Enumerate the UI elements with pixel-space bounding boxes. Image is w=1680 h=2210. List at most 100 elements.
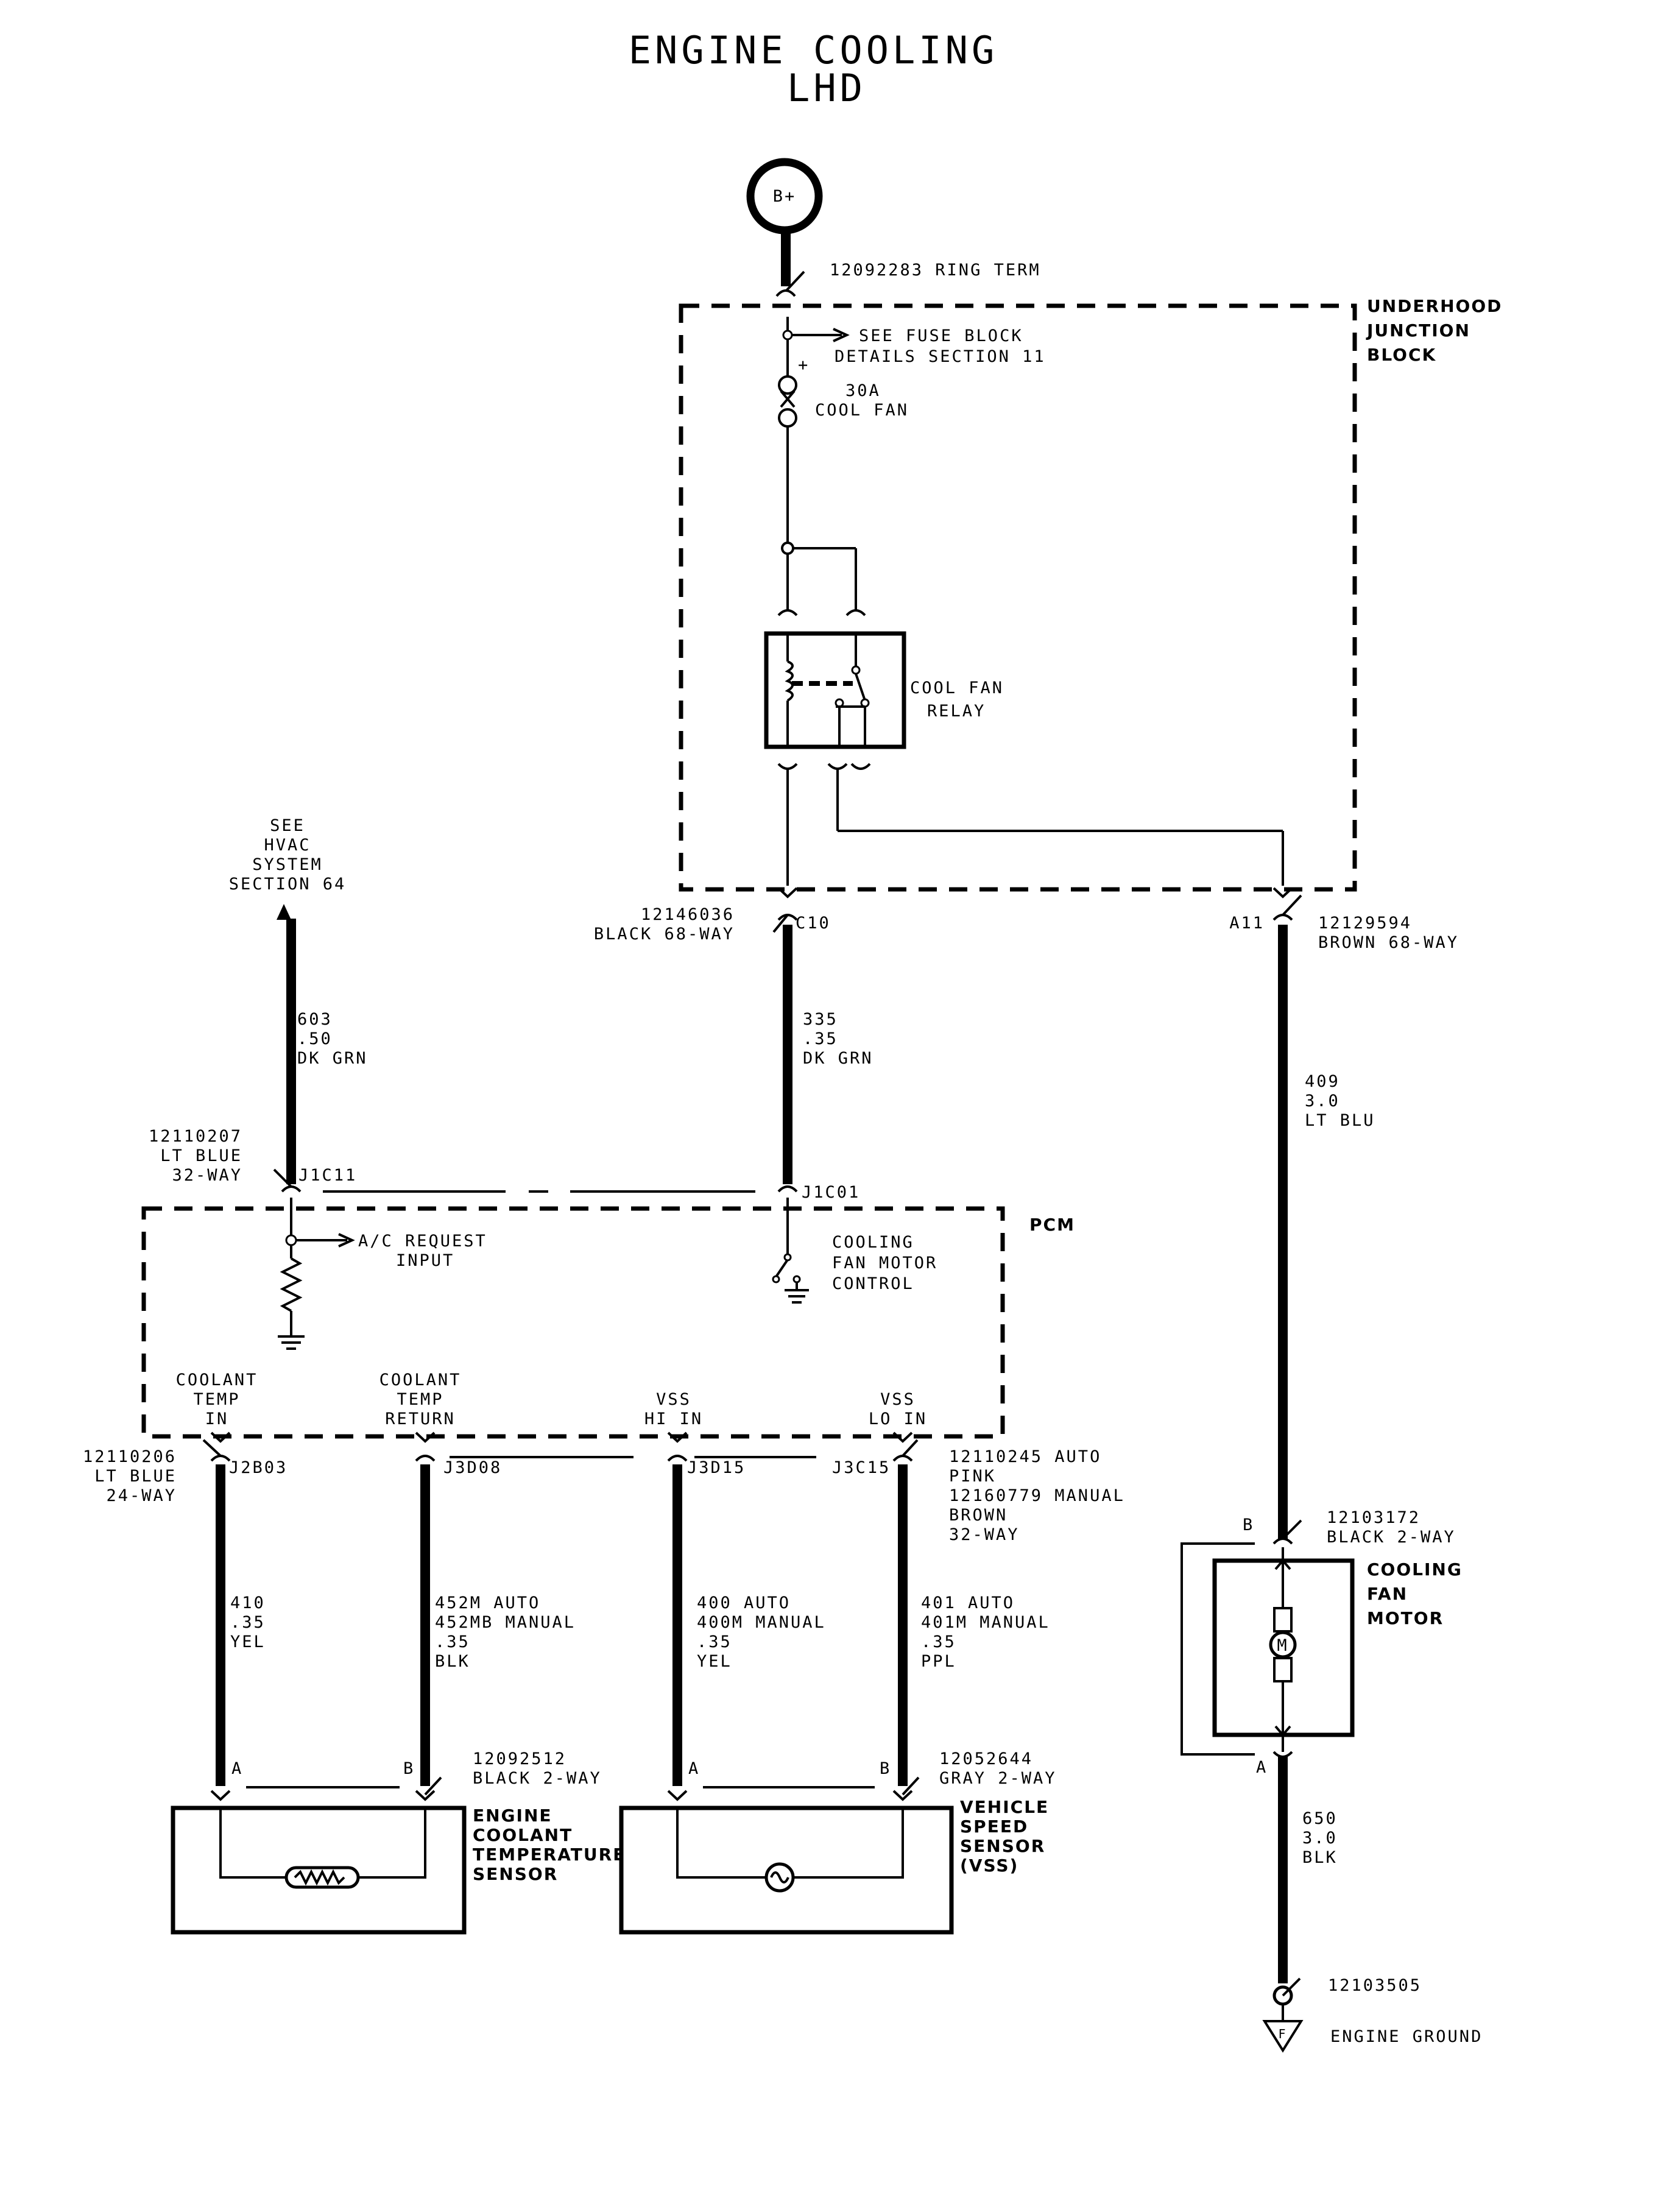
splice-icon (782, 330, 793, 341)
a11-pin: A11 (1229, 914, 1265, 933)
vss-name-4: (VSS) (960, 1855, 1018, 1876)
fan-name-3: MOTOR (1367, 1608, 1444, 1628)
fuse-block-ref-2: DETAILS SECTION 11 (835, 347, 1046, 366)
j3-part-auto: 12110245 AUTO (949, 1447, 1101, 1466)
ring-term-label: 12092283 RING TERM (830, 261, 1041, 280)
j2b03-pin: J2B03 (229, 1458, 288, 1477)
j3d08-pin: J3D08 (443, 1458, 502, 1477)
pcm-name: PCM (1029, 1215, 1075, 1235)
relay-switch-icon (792, 634, 870, 747)
relay-coil-icon (785, 634, 794, 747)
relay-feed-splice-icon (781, 542, 794, 555)
fan-control-switch-icon (772, 1253, 809, 1304)
ac-request-1: A/C REQUEST (358, 1232, 487, 1251)
diagram-title: ENGINE COOLING (629, 28, 998, 72)
hvac-arrow-icon (277, 904, 291, 920)
engine-coolant-temp-sensor (171, 1806, 467, 1935)
ac-request-splice-icon (285, 1234, 297, 1246)
w335-num: 335 (803, 1010, 838, 1029)
ect-pin-a: A (231, 1759, 243, 1778)
hvac-ref-3: SYSTEM (252, 855, 323, 874)
w452-auto: 452M AUTO (435, 1594, 540, 1612)
w452-manual: 452MB MANUAL (435, 1613, 576, 1632)
fuse-rating: 30A (845, 381, 881, 400)
hvac-ref-2: HVAC (264, 836, 311, 855)
w410-color: YEL (230, 1633, 266, 1651)
vss-lo-1: VSS (880, 1390, 916, 1409)
fan-conn-part: 12103172 (1327, 1508, 1421, 1527)
j3c15-pin: J3C15 (832, 1458, 891, 1477)
w400-manual: 400M MANUAL (697, 1613, 826, 1632)
j3d15-pin: J3D15 (687, 1458, 746, 1477)
ect-name-4: SENSOR (473, 1864, 558, 1884)
j1-color: LT BLUE (160, 1146, 242, 1165)
j3-color-auto: PINK (949, 1467, 996, 1486)
j3-part-manual: 12160779 MANUAL (949, 1486, 1125, 1505)
j1c01-pin: J1C01 (802, 1183, 860, 1202)
fuse-plus: + (798, 356, 810, 375)
ring-term-connector-icon (775, 289, 796, 297)
w401-size: .35 (921, 1633, 956, 1651)
w409-color: LT BLU (1305, 1111, 1375, 1130)
w603-size: .50 (297, 1029, 333, 1048)
w452-size: .35 (435, 1633, 470, 1651)
battery-label: B+ (773, 187, 797, 206)
vss-conn-part: 12052644 (939, 1749, 1033, 1768)
j1-size: 32-WAY (172, 1166, 242, 1185)
vss-lo-2: LO IN (869, 1410, 927, 1428)
ect-name-3: TEMPERATURE (473, 1845, 626, 1865)
fan-pin-b: B (1243, 1516, 1254, 1534)
vss-name-1: VEHICLE (960, 1797, 1049, 1817)
vss-hi-2: HI IN (644, 1410, 703, 1428)
fan-conn-desc: BLACK 2-WAY (1327, 1528, 1456, 1547)
fan-control-1: COOLING (832, 1233, 914, 1252)
coolant-return-3: RETURN (385, 1410, 456, 1428)
fan-name-2: FAN (1367, 1584, 1408, 1604)
vss-pin-b: B (880, 1759, 891, 1778)
coolant-in-1: COOLANT (176, 1371, 258, 1389)
w410-size: .35 (230, 1613, 266, 1632)
j1-part: 12110207 (149, 1127, 242, 1146)
vss-name-2: SPEED (960, 1816, 1028, 1837)
w650-color: BLK (1302, 1848, 1338, 1867)
vss-hi-1: VSS (656, 1390, 691, 1409)
vss-name-3: SENSOR (960, 1836, 1045, 1856)
w603-num: 603 (297, 1010, 333, 1029)
fuse-block-ref-1: SEE FUSE BLOCK (859, 327, 1023, 345)
c10-desc: BLACK 68-WAY (594, 925, 735, 944)
ground-icon (278, 1335, 305, 1350)
c10-part: 12146036 (641, 905, 735, 924)
w401-manual: 401M MANUAL (921, 1613, 1050, 1632)
w409-num: 409 (1305, 1072, 1340, 1091)
w401-auto: 401 AUTO (921, 1594, 1015, 1612)
resistor-icon (280, 1257, 303, 1312)
c10-pin: C10 (796, 914, 831, 933)
j1c11-pin: J1C11 (298, 1166, 357, 1185)
w335-size: .35 (803, 1029, 838, 1048)
w335-color: DK GRN (803, 1049, 874, 1068)
coolant-return-1: COOLANT (379, 1371, 462, 1389)
vss-pin-a: A (688, 1759, 700, 1778)
vss-conn-desc: GRAY 2-WAY (939, 1769, 1057, 1788)
fuse-name: COOL FAN (815, 401, 909, 420)
engine-ground-label: ENGINE GROUND (1330, 2027, 1483, 2046)
engine-ground-icon (1262, 2020, 1304, 2053)
ac-generator-icon (764, 1862, 795, 1893)
ect-name-1: ENGINE (473, 1806, 552, 1826)
vehicle-speed-sensor (619, 1806, 954, 1935)
ect-name-2: COOLANT (473, 1825, 573, 1845)
w401-color: PPL (921, 1652, 956, 1671)
w650-num: 650 (1302, 1809, 1338, 1828)
hvac-ref-4: SECTION 64 (229, 875, 347, 894)
motor-symbol: M (1277, 1636, 1288, 1655)
fan-control-2: FAN MOTOR (832, 1254, 937, 1273)
coolant-in-3: IN (205, 1410, 229, 1428)
ac-request-2: INPUT (396, 1251, 454, 1270)
ect-conn-part: 12092512 (473, 1749, 566, 1768)
coolant-in-2: TEMP (193, 1390, 240, 1409)
relay-name-1: COOL FAN (910, 679, 1004, 697)
fan-pin-a: A (1256, 1758, 1268, 1777)
coolant-return-2: TEMP (397, 1390, 443, 1409)
ujb-name-1: UNDERHOOD (1367, 296, 1502, 316)
